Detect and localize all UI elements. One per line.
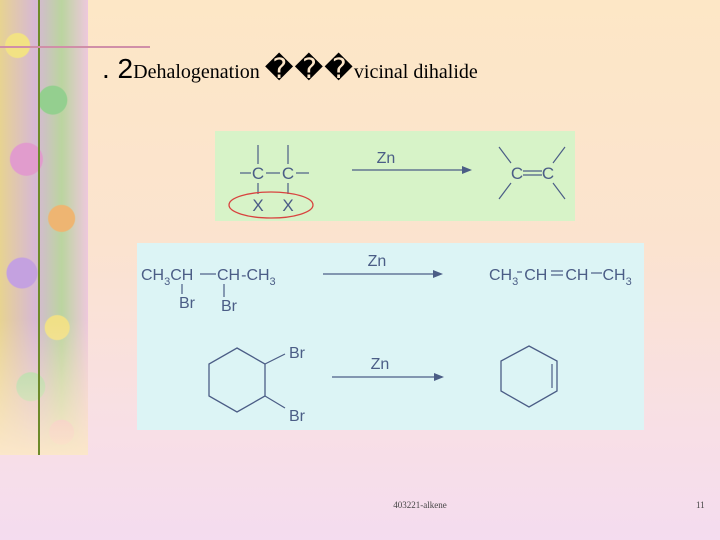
- footer-page-number: 11: [696, 500, 705, 510]
- reagent-zn-2: Zn: [368, 253, 387, 270]
- product-carbon-left: C: [511, 164, 523, 183]
- general-reaction-panel: C C X X Zn C C: [215, 131, 575, 221]
- halogen-highlight-ellipse: [228, 191, 314, 219]
- footer-course-code: 403221-alkene: [393, 500, 447, 510]
- cyclohexane-ring: [208, 347, 266, 413]
- cyclo-bromine-top: Br: [289, 345, 306, 362]
- cyclo-bromine-bottom: Br: [289, 408, 306, 425]
- decorative-vertical-line: [38, 0, 40, 455]
- title-number: . 2: [102, 53, 134, 84]
- title-suffix: vicinal dihalide: [353, 61, 478, 83]
- slide-title: . 2Dehalogenation ���vicinal dihalide: [102, 52, 478, 92]
- reactant-bromine-left: Br: [179, 295, 196, 312]
- title-prefix: Dehalogenation: [133, 61, 265, 83]
- reactant-ch-right: CH-CH3: [217, 267, 276, 288]
- reactant-bromine-right: Br: [221, 298, 238, 315]
- decorative-horizontal-line: [0, 46, 150, 48]
- title-garbled-text: ���: [264, 52, 354, 85]
- product-carbon-right: C: [542, 164, 554, 183]
- halogen-x-right: X: [282, 196, 293, 215]
- halogen-x-left: X: [252, 196, 263, 215]
- reactant-ch3-left: CH3CH: [141, 267, 193, 288]
- reagent-zn-3: Zn: [371, 356, 390, 373]
- cyclohexene-ring: [500, 345, 558, 408]
- reactant-carbon-left: C: [252, 164, 264, 183]
- decorative-side-strip: [0, 0, 88, 455]
- general-reaction-diagram: C C X X Zn C C: [228, 145, 566, 219]
- reagent-zn: Zn: [377, 150, 396, 167]
- reactant-carbon-right: C: [282, 164, 294, 183]
